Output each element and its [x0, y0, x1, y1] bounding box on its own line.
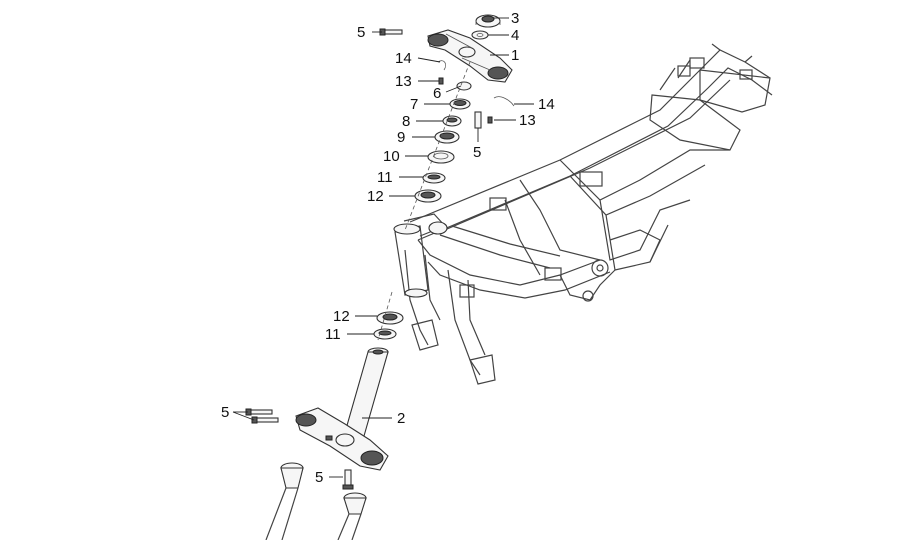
top-nut: [475, 14, 501, 28]
callout-11: 11: [377, 169, 393, 186]
pinch-bolt: [342, 469, 354, 490]
callout-6: 6: [433, 85, 441, 102]
clamp-bolts-lower: [245, 408, 279, 424]
callout-12: 12: [367, 188, 384, 205]
callout-14: 14: [395, 50, 412, 67]
screw-right: [487, 116, 493, 124]
cable-tie-left: [437, 60, 446, 71]
callout-2: 2: [397, 410, 405, 427]
leader-lines: [232, 17, 534, 478]
motorcycle-frame: [393, 43, 773, 385]
clamp-bolt-top: [379, 28, 403, 36]
callout-11: 11: [325, 326, 341, 343]
cable-tie-right: [493, 96, 515, 107]
clamp-bolt-middle: [474, 111, 482, 129]
steering-stem: [343, 347, 389, 437]
callout-12: 12: [333, 308, 350, 325]
callout-13: 13: [519, 112, 536, 129]
callout-1: 1: [511, 47, 519, 64]
callout-10: 10: [383, 148, 400, 165]
callout-4: 4: [511, 27, 519, 44]
fork-tube-right: [337, 492, 367, 540]
callout-7: 7: [410, 96, 418, 113]
lower-triple-clamp: [295, 407, 389, 471]
callout-5: 5: [473, 144, 481, 161]
top-washer: [471, 30, 489, 40]
callout-5: 5: [221, 404, 229, 421]
callout-8: 8: [402, 113, 410, 130]
callout-5: 5: [315, 469, 323, 486]
callout-9: 9: [397, 129, 405, 146]
alignment-axis: [377, 61, 471, 341]
upper-triple-clamp: [427, 29, 513, 83]
callout-3: 3: [511, 10, 519, 27]
callout-labels: 3 5 4 1 14 13 6 7 14 8 13 9 5 10 11 12 1…: [221, 10, 555, 486]
callout-14: 14: [538, 96, 555, 113]
callout-13: 13: [395, 73, 412, 90]
fork-tube-left: [265, 462, 304, 540]
screw-left: [438, 77, 444, 85]
callout-5: 5: [357, 24, 365, 41]
